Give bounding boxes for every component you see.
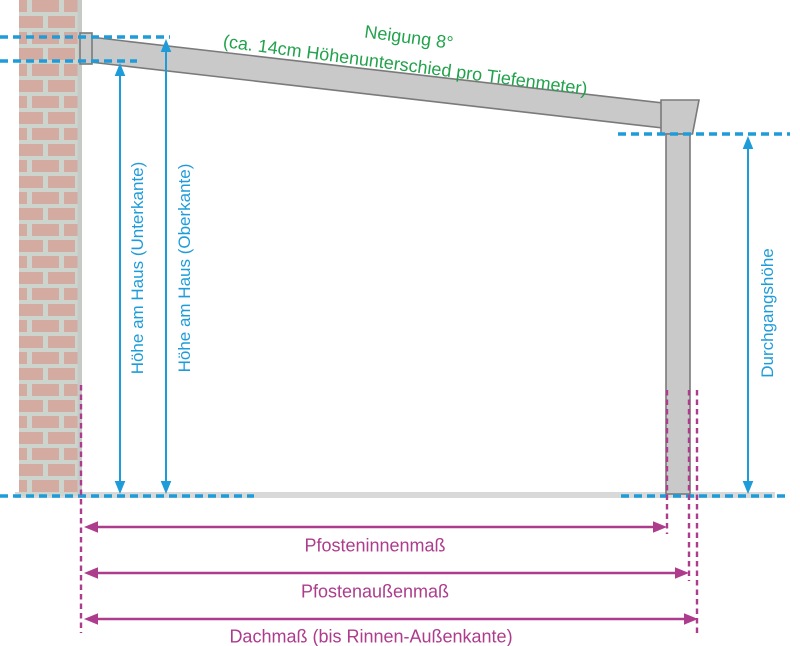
height-unterkante-label: Höhe am Haus (Unterkante) <box>128 161 147 375</box>
gutter <box>660 99 700 135</box>
brick-wall <box>19 0 82 496</box>
ground-line <box>15 492 775 498</box>
post-outer-dimension-label: Pfostenaußenmaß <box>300 581 450 602</box>
height-oberkante-label: Höhe am Haus (Oberkante) <box>175 163 194 373</box>
roof-dimension-arrow <box>84 613 698 625</box>
height-unterkante-arrow <box>114 63 126 494</box>
height-oberkante-arrow <box>160 39 172 494</box>
wall-edge <box>77 0 82 496</box>
clearance-arrow <box>742 136 754 494</box>
clearance-label: Durchgangshöhe <box>758 248 777 378</box>
roof-dimension-label: Dachmaß (bis Rinnen-Außenkante) <box>229 626 513 646</box>
post <box>665 133 691 495</box>
wall-bracket <box>79 32 93 65</box>
post-inner-dimension-arrow <box>84 521 667 533</box>
post-inner-dimension-label: Pfosteninnenmaß <box>304 535 446 556</box>
post-outer-dimension-arrow <box>84 567 689 579</box>
